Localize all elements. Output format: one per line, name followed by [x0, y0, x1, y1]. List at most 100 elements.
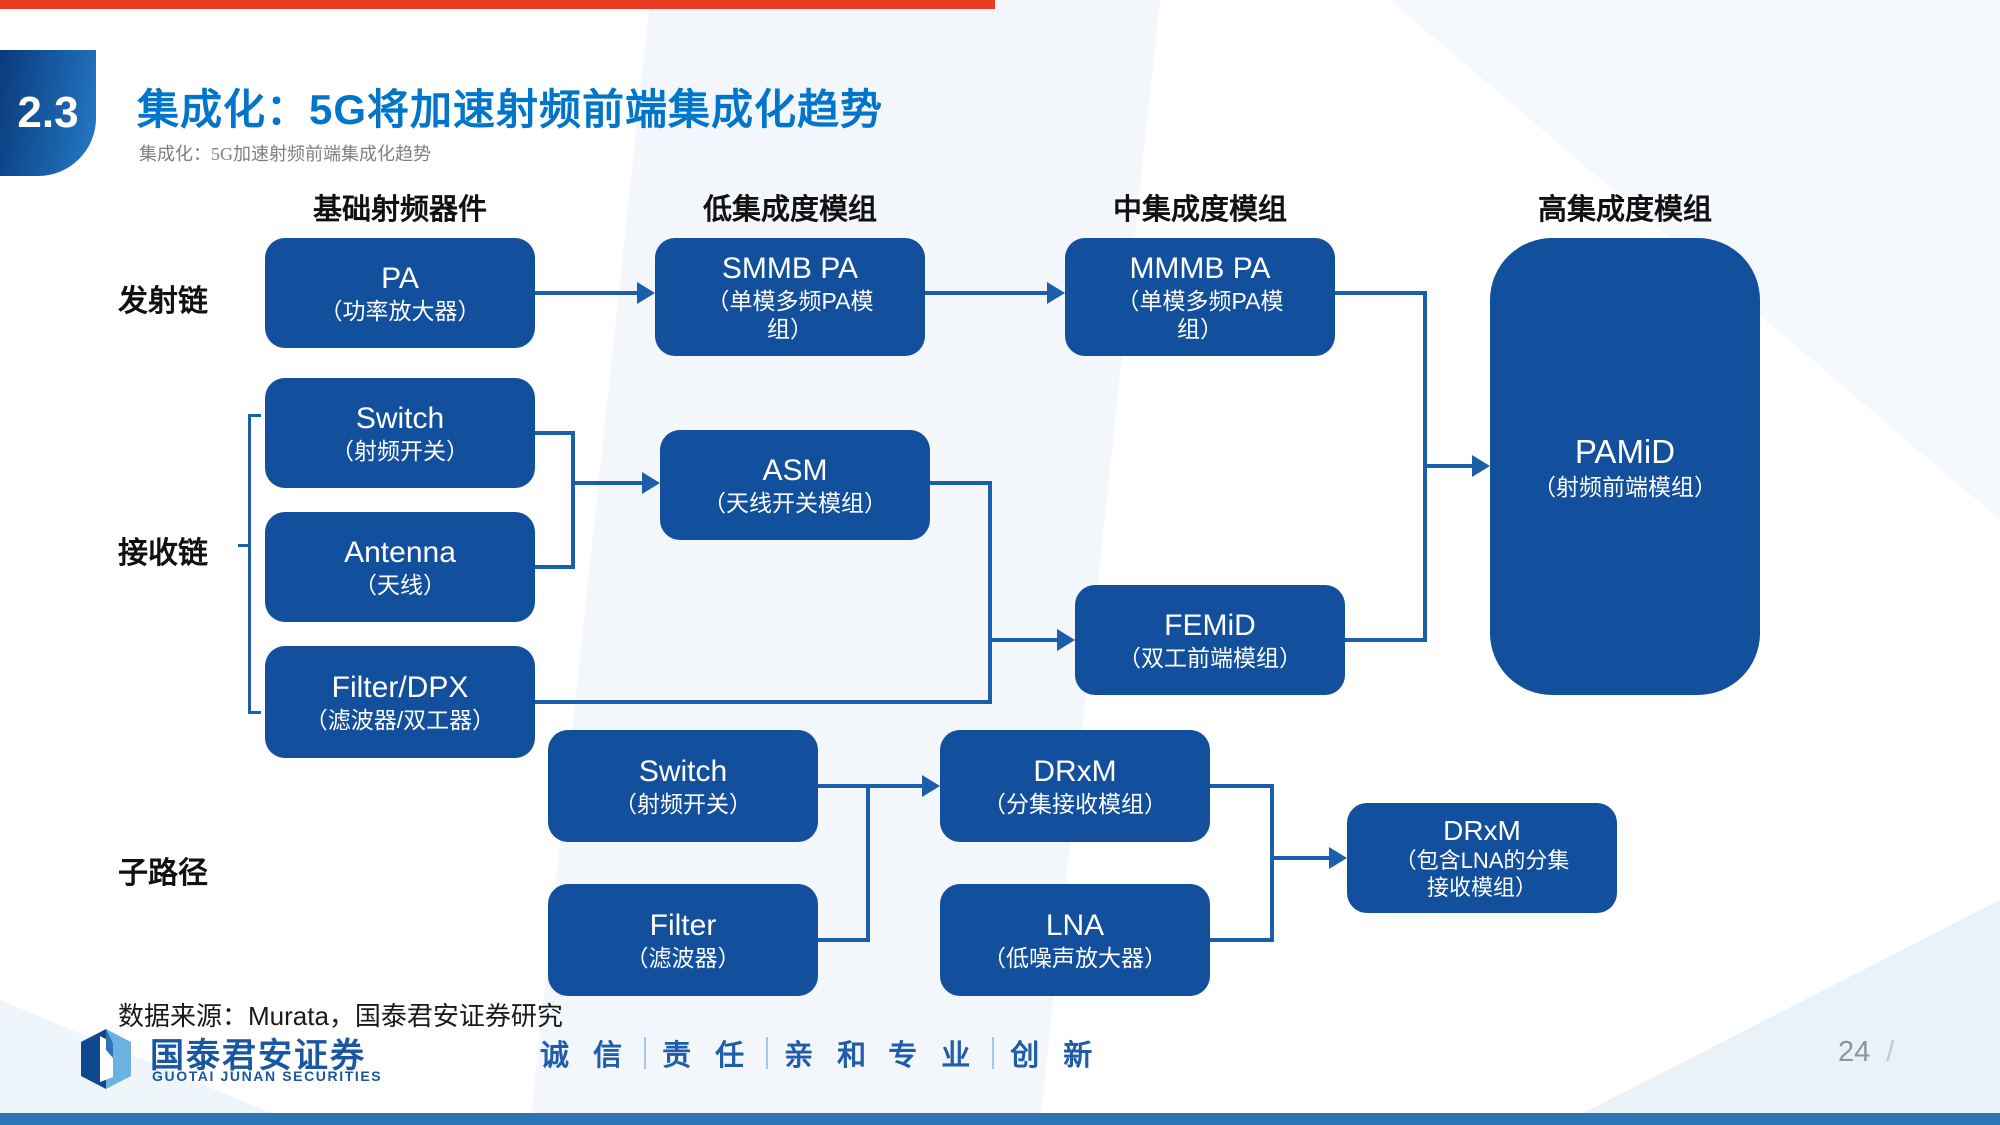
arrowhead-into-drxm2	[1329, 847, 1347, 869]
node-pamid-subtitle: （射频前端模组）	[1533, 473, 1717, 500]
node-mmmb-subtitle2: 组）	[1177, 316, 1223, 343]
row-label-sub-path: 子路径	[118, 857, 208, 890]
node-smmb-subtitle2: 组）	[767, 316, 813, 343]
arrowhead-into-mmmb	[1047, 282, 1065, 304]
connector-into-pamid	[1423, 464, 1472, 468]
node-filter-sub-title: Filter	[649, 908, 717, 942]
node-drxm2-title: DRxM	[1443, 815, 1521, 847]
slide-title: 集成化：5G将加速射频前端集成化趋势	[137, 86, 884, 133]
slogan-word: 专 业	[888, 1040, 979, 1072]
connector-pa-to-smmb	[535, 291, 639, 295]
company-logo-icon	[75, 1028, 137, 1090]
column-header-basic-rf: 基础射频器件	[312, 194, 487, 226]
arrowhead-into-smmb	[637, 282, 655, 304]
page-number: 24 /	[1838, 1036, 1894, 1069]
node-femid-title: FEMiD	[1164, 608, 1256, 642]
node-switch-sub-subtitle: （射频开关）	[614, 791, 752, 818]
page-number-separator: /	[1886, 1036, 1895, 1068]
node-femid: FEMiD （双工前端模组）	[1075, 585, 1345, 695]
connector-lna-out	[1210, 938, 1274, 942]
slogan-word: 责 任	[662, 1040, 753, 1072]
node-drxm2-subtitle: （包含LNA的分集	[1394, 848, 1570, 874]
connector-switch-out	[535, 431, 575, 435]
slogan-separator	[766, 1037, 769, 1069]
node-drxm: DRxM （分集接收模组）	[940, 730, 1210, 842]
rx-chain-bracket-tick	[248, 711, 261, 714]
logo-shield-icon	[81, 1029, 131, 1089]
slogan-word: 诚 信	[540, 1040, 631, 1072]
node-smmb-pa: SMMB PA （单模多频PA模 组）	[655, 238, 925, 356]
node-pamid-title: PAMiD	[1574, 433, 1676, 471]
node-smmb-title: SMMB PA	[721, 251, 859, 285]
rx-chain-bracket-tick	[248, 414, 261, 417]
node-switch-rx-subtitle: （射频开关）	[331, 438, 469, 465]
connector-mmmb-out	[1335, 291, 1427, 295]
connector-antenna-out	[535, 565, 575, 569]
node-asm-subtitle: （天线开关模组）	[703, 490, 887, 517]
node-antenna: Antenna （天线）	[265, 512, 535, 622]
node-filter-dpx-title: Filter/DPX	[331, 670, 469, 704]
row-label-rx-chain: 接收链	[118, 537, 208, 570]
node-drxm-title: DRxM	[1033, 754, 1117, 788]
connector-asm-out	[930, 481, 992, 485]
node-switch-rx-title: Switch	[355, 401, 445, 435]
node-filter-dpx: Filter/DPX （滤波器/双工器）	[265, 646, 535, 758]
bottom-accent-bar	[0, 1113, 2000, 1125]
connector-into-femid	[992, 638, 1057, 642]
column-header-mid-integration: 中集成度模组	[1112, 194, 1287, 226]
company-slogan: 诚 信 责 任 亲 和 专 业 创 新	[540, 1032, 1114, 1074]
slogan-word: 创 新	[1010, 1040, 1101, 1072]
node-filter-dpx-subtitle: （滤波器/双工器）	[304, 707, 496, 734]
connector-sub2-vertical	[1270, 784, 1274, 942]
arrowhead-into-asm	[642, 472, 660, 494]
node-pamid: PAMiD （射频前端模组）	[1490, 238, 1760, 695]
row-label-tx-chain: 发射链	[118, 285, 208, 318]
node-filter-sub: Filter （滤波器）	[548, 884, 818, 996]
node-drxm-subtitle: （分集接收模组）	[983, 791, 1167, 818]
node-antenna-subtitle: （天线）	[354, 572, 446, 599]
slogan-word: 亲 和	[784, 1040, 875, 1072]
section-number-tab: 2.3	[0, 50, 96, 176]
data-source-note: 数据来源：Murata，国泰君安证券研究	[118, 1001, 563, 1031]
section-number: 2.3	[17, 88, 79, 137]
connector-into-drxm2	[1270, 856, 1329, 860]
node-lna: LNA （低噪声放大器）	[940, 884, 1210, 996]
arrowhead-into-femid	[1057, 629, 1075, 651]
node-pa-subtitle: （功率放大器）	[319, 298, 481, 325]
slogan-separator	[644, 1037, 647, 1069]
connector-switch2-to-drxm	[818, 784, 922, 788]
connector-asm-vertical	[571, 431, 575, 569]
node-mmmb-subtitle: （单模多频PA模	[1116, 288, 1284, 315]
arrowhead-into-drxm	[922, 775, 940, 797]
node-femid-subtitle: （双工前端模组）	[1118, 645, 1302, 672]
node-lna-title: LNA	[1045, 908, 1105, 942]
connector-sub-vertical	[866, 784, 870, 942]
rx-chain-bracket-tick	[238, 544, 248, 547]
node-antenna-title: Antenna	[344, 535, 456, 569]
connector-drxm-out	[1210, 784, 1274, 788]
rx-chain-bracket	[248, 414, 251, 714]
node-drxm2-subtitle2: 接收模组）	[1426, 875, 1537, 901]
connector-filter2-out	[818, 938, 870, 942]
node-pa: PA （功率放大器）	[265, 238, 535, 348]
connector-mid-vertical	[988, 481, 992, 704]
slogan-separator	[992, 1037, 995, 1069]
company-logo-en: GUOTAI JUNAN SECURITIES	[152, 1068, 383, 1084]
node-asm: ASM （天线开关模组）	[660, 430, 930, 540]
node-smmb-subtitle: （单模多频PA模	[706, 288, 874, 315]
node-mmmb-pa: MMMB PA （单模多频PA模 组）	[1065, 238, 1335, 356]
page-number-value: 24	[1838, 1036, 1871, 1068]
node-switch-sub-title: Switch	[638, 754, 728, 788]
node-switch-rx: Switch （射频开关）	[265, 378, 535, 488]
node-lna-subtitle: （低噪声放大器）	[983, 945, 1167, 972]
column-header-low-integration: 低集成度模组	[702, 194, 877, 226]
company-logo-cn: 国泰君安证券	[150, 1037, 366, 1075]
column-header-high-integration: 高集成度模组	[1537, 194, 1712, 226]
node-switch-sub: Switch （射频开关）	[548, 730, 818, 842]
arrowhead-into-pamid	[1472, 455, 1490, 477]
node-filter-sub-subtitle: （滤波器）	[625, 945, 741, 972]
top-accent-bar	[0, 0, 995, 9]
slide-subtitle: 集成化：5G加速射频前端集成化趋势	[139, 144, 431, 164]
node-mmmb-title: MMMB PA	[1129, 251, 1271, 285]
